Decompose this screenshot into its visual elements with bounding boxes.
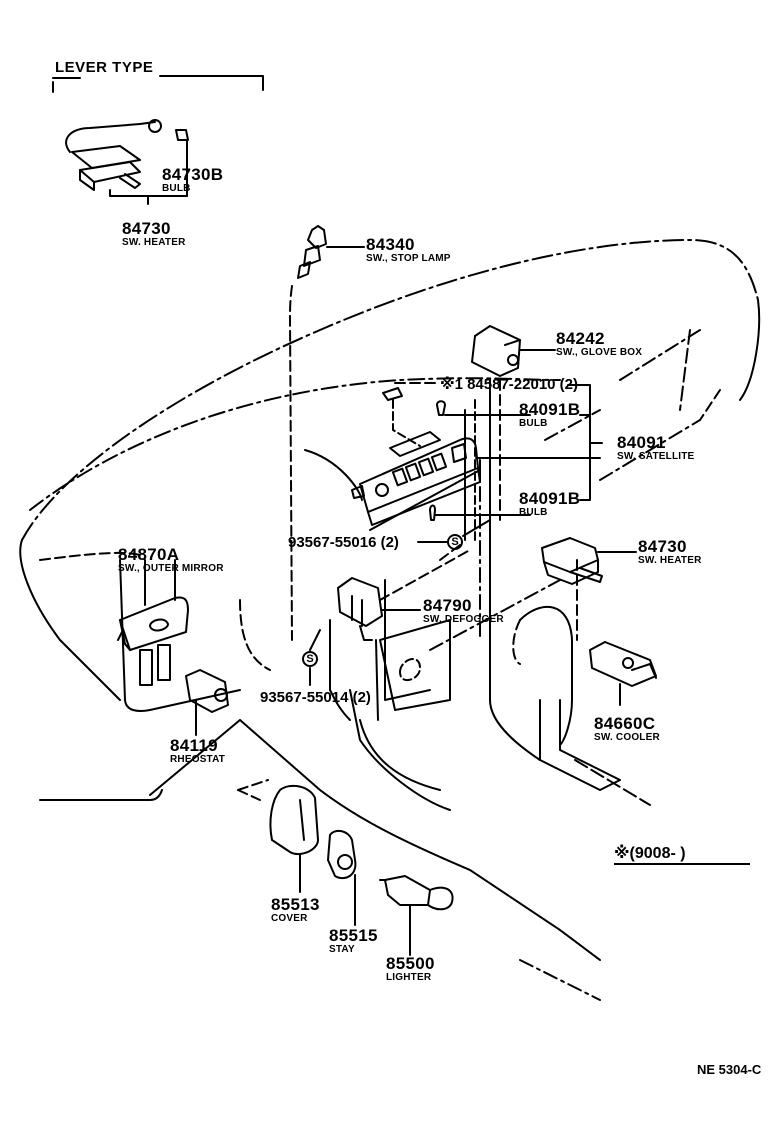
part-callout-84091[interactable]: 84091 SW. SATELLITE	[617, 434, 694, 462]
part-description: SW. HEATER	[122, 237, 186, 248]
part-number: 84730B	[162, 165, 224, 184]
cooler-switch-illustration	[589, 641, 657, 706]
part-number: 84119	[170, 736, 218, 755]
part-callout-85513[interactable]: 85513 COVER	[271, 896, 320, 924]
lever-heater-switch-illustration	[65, 119, 189, 205]
part-number: 84730	[638, 537, 687, 556]
part-callout-93567-55016[interactable]: 93567-55016 (2)	[288, 535, 399, 550]
part-callout-84790[interactable]: 84790 SW. DEFOGGER	[423, 597, 504, 625]
part-number: 84091B	[519, 400, 581, 419]
part-description: SW. COOLER	[594, 732, 660, 743]
part-number: 93567-55014 (2)	[260, 689, 371, 706]
figure-code: NE 5304-C	[697, 1062, 762, 1077]
stop-lamp-switch-illustration	[289, 225, 365, 641]
part-number: 84870A	[118, 545, 180, 564]
part-number: 84790	[423, 596, 472, 615]
screw-symbol-icon: S	[447, 534, 463, 550]
part-number: 85515	[329, 926, 378, 945]
part-callout-84660c[interactable]: 84660C SW. COOLER	[594, 715, 660, 743]
rheostat-illustration	[39, 669, 241, 801]
part-description: LIGHTER	[386, 972, 432, 983]
part-number: 84242	[556, 329, 605, 348]
part-number: 84730	[122, 219, 171, 238]
part-callout-84091b-upper[interactable]: 84091B BULB	[519, 401, 580, 429]
part-description: COVER	[271, 913, 308, 924]
part-number: 85500	[386, 954, 435, 973]
outer-mirror-switch-illustration	[117, 559, 189, 686]
section-title: LEVER TYPE	[55, 59, 154, 76]
shift-lever-illustration	[512, 559, 651, 806]
part-description: STAY	[329, 944, 355, 955]
part-description: BULB	[519, 418, 548, 429]
part-description: SW., OUTER MIRROR	[118, 563, 224, 574]
part-number: 84660C	[594, 714, 656, 733]
part-description: BULB	[519, 507, 548, 518]
part-callout-84587-22010[interactable]: ※1 84587-22010 (2)	[440, 377, 578, 392]
footnote-date-range: ※(9008- )	[614, 846, 750, 865]
part-description: SW. SATELLITE	[617, 451, 695, 462]
part-callout-84730b[interactable]: 84730B BULB	[162, 166, 223, 194]
part-number: 85513	[271, 895, 320, 914]
part-callout-93567-55014[interactable]: 93567-55014 (2)	[260, 690, 371, 705]
part-callout-85515[interactable]: 85515 STAY	[329, 927, 378, 955]
screw-symbol-icon: S	[302, 651, 318, 667]
part-callout-84091b-lower[interactable]: 84091B BULB	[519, 490, 580, 518]
part-description: SW. DEFOGGER	[423, 614, 504, 625]
part-description: BULB	[162, 183, 191, 194]
part-callout-84730-right[interactable]: 84730 SW. HEATER	[638, 538, 701, 566]
part-number: 84091B	[519, 489, 581, 508]
part-number: 84340	[366, 235, 415, 254]
part-callout-85500[interactable]: 85500 LIGHTER	[386, 955, 435, 983]
lighter-assembly-illustration	[237, 779, 454, 956]
glove-box-switch-illustration	[471, 325, 556, 377]
heater-switch-right-illustration	[541, 537, 637, 585]
part-callout-84730-lever[interactable]: 84730 SW. HEATER	[122, 220, 185, 248]
part-number: ※1 84587-22010 (2)	[440, 376, 579, 393]
part-description: SW., GLOVE BOX	[556, 347, 643, 358]
part-description: RHEOSTAT	[170, 754, 226, 765]
part-description: SW. HEATER	[638, 555, 702, 566]
part-callout-84119[interactable]: 84119 RHEOSTAT	[170, 737, 225, 765]
screw-leaders	[309, 519, 491, 686]
part-description: SW., STOP LAMP	[366, 253, 451, 264]
part-callout-84870a[interactable]: 84870A SW., OUTER MIRROR	[118, 546, 224, 574]
part-callout-84242[interactable]: 84242 SW., GLOVE BOX	[556, 330, 642, 358]
satellite-switch-illustration	[351, 379, 603, 541]
lever-type-bracket	[52, 75, 264, 93]
part-number: 93567-55016 (2)	[288, 534, 399, 551]
part-callout-84340[interactable]: 84340 SW., STOP LAMP	[366, 236, 451, 264]
dashboard-outline	[19, 239, 761, 1001]
part-number: 84091	[617, 433, 666, 452]
